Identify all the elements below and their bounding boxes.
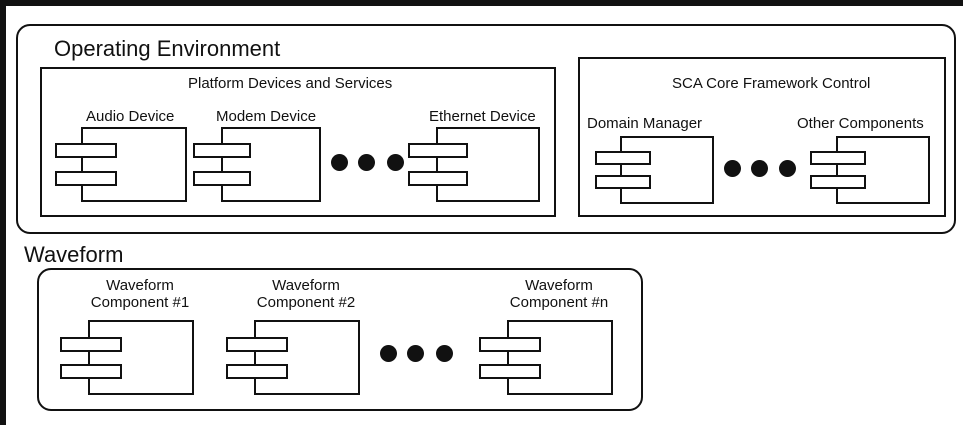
domain-manager-port-top xyxy=(595,151,651,165)
domain-manager-label: Domain Manager xyxy=(587,115,703,132)
audio-device-port-top xyxy=(55,143,117,158)
waveform-component-2-label: Waveform Component #2 xyxy=(256,277,356,312)
sca-core-framework-title: SCA Core Framework Control xyxy=(672,75,871,92)
other-components-label: Other Components xyxy=(797,115,924,132)
modem-device-port-top xyxy=(193,143,251,158)
operating-environment-container xyxy=(16,24,956,234)
ellipsis-dot-icon xyxy=(380,345,397,362)
waveform-component-2-port-bottom xyxy=(226,364,288,379)
ethernet-device-port-bottom xyxy=(408,171,468,186)
waveform-component-n-label: Waveform Component #n xyxy=(509,277,609,312)
waveform-title: Waveform xyxy=(24,242,124,267)
platform-devices-box xyxy=(40,67,556,217)
sca-core-framework-box xyxy=(578,57,946,217)
waveform-component-1-port-top xyxy=(60,337,122,352)
modem-device-label: Modem Device xyxy=(216,108,317,125)
waveform-component-2-port-top xyxy=(226,337,288,352)
waveform-component-n-port-bottom xyxy=(479,364,541,379)
ellipsis-dot-icon xyxy=(751,160,768,177)
waveform-component-n-port-top xyxy=(479,337,541,352)
audio-device-port-bottom xyxy=(55,171,117,186)
operating-environment-title: Operating Environment xyxy=(54,36,281,61)
domain-manager-port-bottom xyxy=(595,175,651,189)
waveform-component-n xyxy=(507,320,613,395)
waveform-component-1 xyxy=(88,320,194,395)
ellipsis-dot-icon xyxy=(387,154,404,171)
other-components-port-top xyxy=(810,151,866,165)
domain-manager-component xyxy=(620,136,714,204)
other-components-port-bottom xyxy=(810,175,866,189)
waveform-component-1-port-bottom xyxy=(60,364,122,379)
frame-top-edge xyxy=(0,0,963,6)
modem-device-component xyxy=(221,127,321,202)
waveform-container xyxy=(37,268,643,411)
platform-devices-title: Platform Devices and Services xyxy=(188,75,393,92)
ethernet-device-component xyxy=(436,127,540,202)
ellipsis-dot-icon xyxy=(331,154,348,171)
ellipsis-dot-icon xyxy=(436,345,453,362)
waveform-component-2 xyxy=(254,320,360,395)
audio-device-component xyxy=(81,127,187,202)
ellipsis-dot-icon xyxy=(779,160,796,177)
waveform-component-1-label: Waveform Component #1 xyxy=(90,277,190,312)
audio-device-label: Audio Device xyxy=(86,108,175,125)
modem-device-port-bottom xyxy=(193,171,251,186)
frame-left-edge xyxy=(0,0,6,425)
other-components-component xyxy=(836,136,930,204)
ellipsis-dot-icon xyxy=(724,160,741,177)
ethernet-device-port-top xyxy=(408,143,468,158)
ellipsis-dot-icon xyxy=(358,154,375,171)
ethernet-device-label: Ethernet Device xyxy=(429,108,536,125)
ellipsis-dot-icon xyxy=(407,345,424,362)
